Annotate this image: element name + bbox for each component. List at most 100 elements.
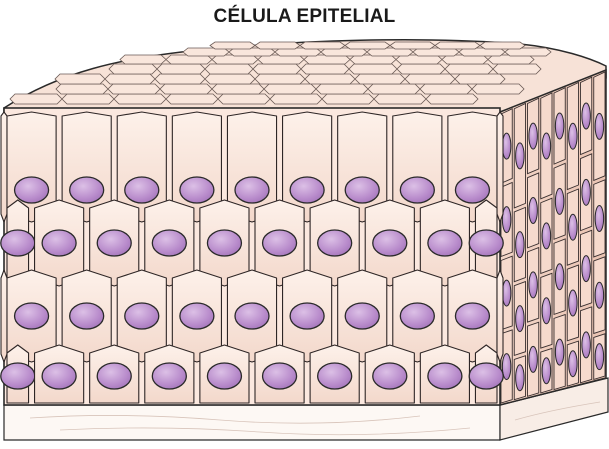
apical-cell <box>305 74 355 84</box>
nucleus <box>428 363 462 389</box>
apical-surface <box>4 40 606 112</box>
side-nucleus <box>595 205 603 231</box>
nucleus <box>1 363 35 389</box>
side-face <box>500 70 606 405</box>
side-nucleus <box>582 103 590 129</box>
apical-cell <box>157 64 205 74</box>
nucleus <box>15 303 49 329</box>
apical-cell <box>472 84 524 94</box>
apical-cell <box>455 74 505 84</box>
nucleus <box>263 230 297 256</box>
side-nucleus <box>569 290 577 316</box>
side-nucleus <box>502 280 510 306</box>
side-nucleus <box>529 346 537 372</box>
apical-cell <box>264 84 316 94</box>
apical-cell <box>300 42 345 49</box>
side-nucleus <box>529 123 537 149</box>
side-nucleus <box>516 143 524 169</box>
apical-cell <box>355 74 405 84</box>
apical-cell <box>253 64 301 74</box>
nucleus <box>290 177 324 203</box>
front-cell <box>1 112 7 222</box>
apical-cell <box>322 94 374 104</box>
apical-cell <box>345 42 390 49</box>
apical-cell <box>212 84 264 94</box>
apical-cell <box>160 84 212 94</box>
nucleus <box>318 230 352 256</box>
front-cell <box>1 270 7 362</box>
apical-cell <box>56 84 108 94</box>
apical-cell <box>480 42 525 49</box>
nucleus <box>318 363 352 389</box>
nucleus <box>70 303 104 329</box>
side-nucleus <box>502 133 510 159</box>
apical-cell <box>255 42 300 49</box>
front-cell <box>497 270 503 362</box>
nucleus <box>152 230 186 256</box>
side-nucleus <box>595 113 603 139</box>
apical-cell <box>435 42 480 49</box>
apical-cell <box>405 74 455 84</box>
apical-cell <box>445 64 493 74</box>
side-nucleus <box>582 256 590 282</box>
nucleus <box>469 230 503 256</box>
nucleus <box>180 177 214 203</box>
apical-cell <box>155 74 205 84</box>
apical-cell <box>105 74 155 84</box>
side-nucleus <box>569 123 577 149</box>
side-nucleus <box>595 344 603 370</box>
nucleus <box>152 363 186 389</box>
side-nucleus <box>555 188 563 214</box>
side-nucleus <box>542 358 550 384</box>
side-nucleus <box>542 133 550 159</box>
front-cell <box>497 112 503 222</box>
apical-cell <box>205 64 253 74</box>
nucleus <box>400 303 434 329</box>
nucleus <box>42 363 76 389</box>
apical-cell <box>349 64 397 74</box>
apical-cell <box>390 42 435 49</box>
apical-cell <box>368 84 420 94</box>
side-nucleus <box>569 351 577 377</box>
apical-cell <box>210 42 255 49</box>
side-nucleus <box>595 282 603 308</box>
apical-cell <box>114 94 166 104</box>
nucleus <box>207 230 241 256</box>
nucleus <box>455 303 489 329</box>
nucleus <box>263 363 297 389</box>
nucleus <box>235 303 269 329</box>
side-nucleus <box>529 198 537 224</box>
nucleus <box>345 177 379 203</box>
side-nucleus <box>516 306 524 332</box>
side-nucleus <box>582 332 590 358</box>
nucleus <box>125 303 159 329</box>
nucleus <box>1 230 35 256</box>
apical-cell <box>316 84 368 94</box>
side-nucleus <box>542 298 550 324</box>
side-nucleus <box>502 207 510 233</box>
side-nucleus <box>516 365 524 391</box>
apical-cell <box>493 64 541 74</box>
side-nucleus <box>582 179 590 205</box>
apical-cell <box>218 94 270 104</box>
side-nucleus <box>529 272 537 298</box>
apical-cell <box>397 64 445 74</box>
nucleus <box>373 363 407 389</box>
apical-cell <box>108 84 160 94</box>
nucleus <box>373 230 407 256</box>
apical-cell <box>420 84 472 94</box>
nucleus <box>400 177 434 203</box>
apical-cell <box>55 74 105 84</box>
apical-cell <box>301 64 349 74</box>
nucleus <box>97 363 131 389</box>
nucleus <box>455 177 489 203</box>
side-nucleus <box>555 264 563 290</box>
front-face <box>1 108 503 405</box>
side-nucleus <box>569 214 577 240</box>
nucleus <box>345 303 379 329</box>
apical-cell <box>374 94 426 104</box>
nucleus <box>469 363 503 389</box>
apical-cell <box>120 55 166 64</box>
nucleus <box>290 303 324 329</box>
